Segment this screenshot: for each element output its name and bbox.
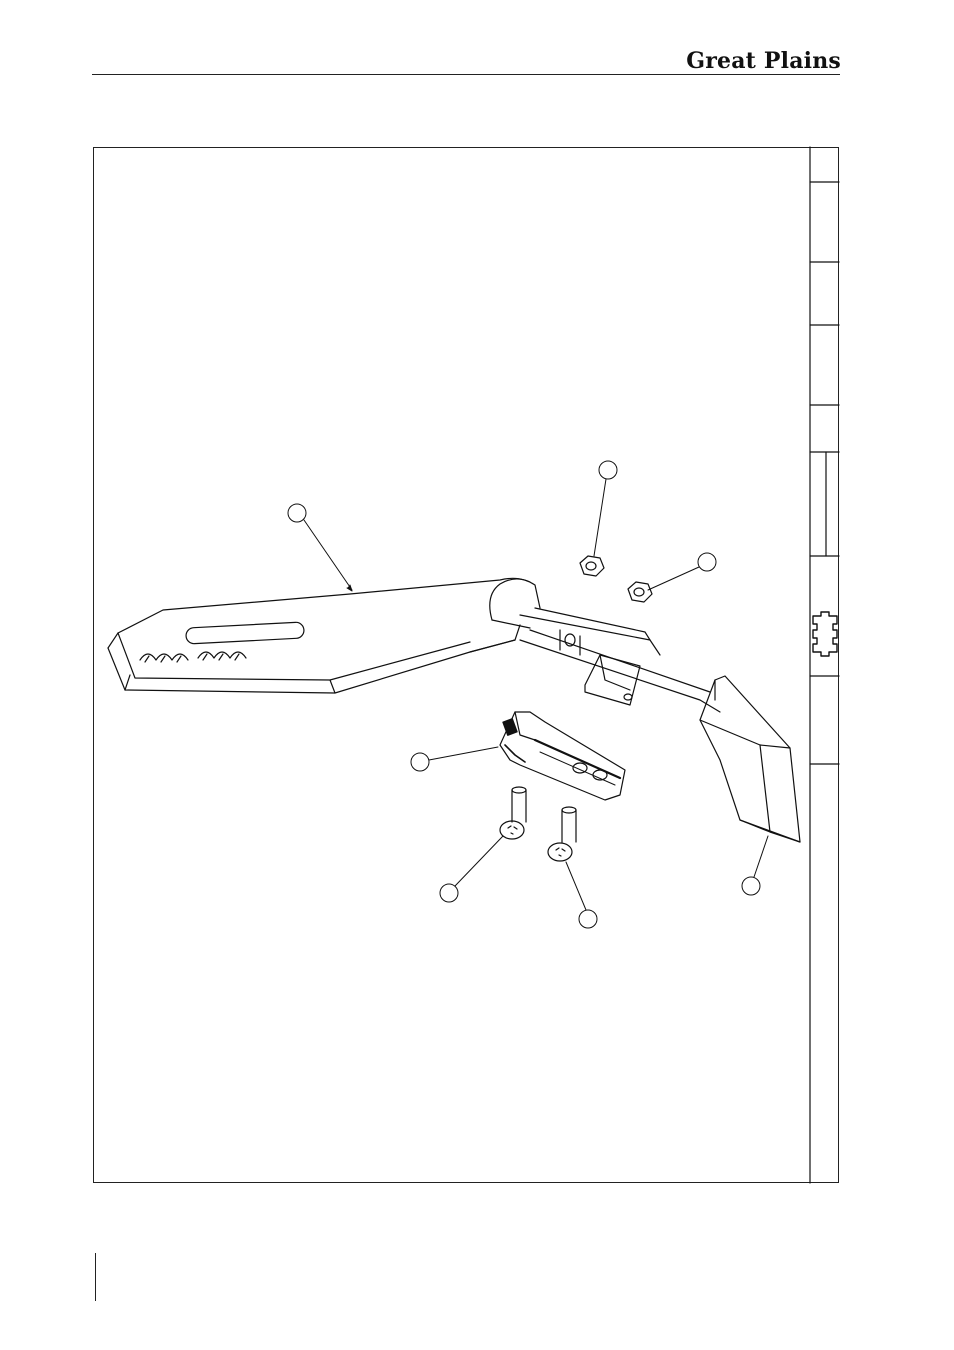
- nut-1-part: [580, 556, 604, 576]
- callout-point: [742, 877, 760, 895]
- nut-2-part: [628, 582, 652, 602]
- callout-bolt-1: [440, 884, 458, 902]
- shank-part: [108, 578, 720, 712]
- callout-bolt-2: [579, 910, 597, 928]
- footer-rule: [95, 1253, 96, 1301]
- title-block-column: [810, 147, 839, 1183]
- shank-holes: [140, 652, 246, 662]
- callout-nut-1: [599, 461, 617, 479]
- bolt-1-part: [500, 787, 526, 839]
- title-block-symbol: [813, 612, 837, 656]
- callout-nut-2: [698, 553, 716, 571]
- point-part: [700, 676, 800, 842]
- callout-balloons: [288, 461, 768, 928]
- callout-shank: [288, 504, 306, 522]
- bolt-2-part: [548, 807, 576, 861]
- callout-point-holder: [411, 753, 429, 771]
